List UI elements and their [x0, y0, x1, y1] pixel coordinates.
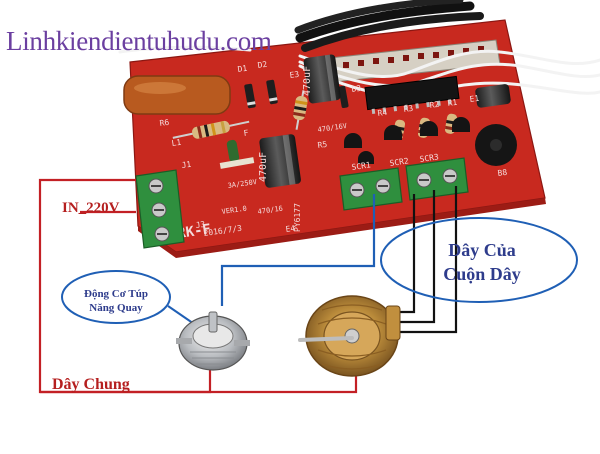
cap-rating-1: 470/16 [257, 205, 283, 216]
electrolytic-capacitors: 470uF 470uF [258, 54, 511, 188]
component-ref-label: SCR3 [419, 152, 440, 164]
component-ref-label: E1 [469, 94, 480, 104]
power-input-label: IN_220V [62, 200, 120, 216]
blue-motor-wire [220, 194, 376, 306]
component-ref-label: SCR1 [351, 160, 372, 172]
cap-label-top: 470uF [302, 66, 313, 96]
component-ref-label: E3 [289, 70, 300, 80]
component-ref-label: R2 [429, 100, 440, 110]
component-ref-label: B8 [497, 168, 508, 178]
component-ref-label: R3 [403, 104, 414, 114]
component-ref-label: R4 [377, 108, 388, 118]
coil-wires-label: Dây Của Cuộn Dây [392, 238, 572, 286]
white-wires [118, 45, 600, 98]
buzzer [475, 124, 517, 166]
fan-motor [298, 295, 401, 377]
swing-motor-label-line2: Năng Quay [89, 302, 143, 314]
component-ref-label: D1 [237, 64, 248, 74]
black-ic [364, 75, 460, 114]
watermark-text: Linhkiendientuhudu.com [6, 26, 272, 56]
board-part-code: PY6177 [293, 203, 302, 232]
film-capacitor [123, 75, 231, 115]
component-ref-label: SCR2 [389, 156, 410, 168]
common-wire-label: Dây Chung [52, 376, 130, 393]
swing-motor-label-line1: Động Cơ Túp [84, 288, 148, 300]
black-cable-bundle [294, 0, 484, 52]
component-ref-label: L1 [171, 138, 182, 148]
small-components [219, 139, 255, 169]
component-ref-label: D3 [351, 84, 362, 94]
component-ref-label: F [243, 128, 249, 138]
diodes [244, 79, 349, 109]
component-ref-label: R6 [159, 118, 170, 128]
cap-label-left: 470uF [258, 152, 269, 182]
coil-wires-callout [380, 217, 578, 303]
board-version: VER1.0 [221, 205, 247, 216]
component-ref-labels: R6D1D2R5D3R4R3R2E4E3SCR1SCR2SCR3J1J2L1FB… [159, 60, 508, 234]
terminal-block-scr2-scr3 [405, 157, 469, 201]
component-ref-label: R5 [317, 140, 328, 150]
transistors [344, 117, 470, 164]
component-ref-label: E4 [285, 224, 296, 234]
terminal-block-scr1 [339, 167, 403, 211]
swing-motor [176, 311, 250, 371]
component-ref-label: J1 [181, 160, 192, 170]
board-model: RK-F [176, 221, 212, 242]
black-coil-wires [398, 186, 458, 334]
terminal-block-power [135, 169, 185, 249]
coil-wires-label-line1: Dây Của [448, 240, 516, 260]
swing-motor-callout [61, 270, 171, 324]
swing-motor-label: Động Cơ Túp Năng Quay [64, 287, 168, 315]
silkscreen: RK-F VER1.0 2016/7/3 PY6177 J3 470/16 47… [159, 60, 508, 242]
component-ref-label: R1 [447, 98, 458, 108]
terminal-j3-label: J3 [195, 220, 206, 230]
coil-wires-label-line2: Cuộn Dây [443, 264, 521, 284]
component-ref-label: D2 [257, 60, 268, 70]
